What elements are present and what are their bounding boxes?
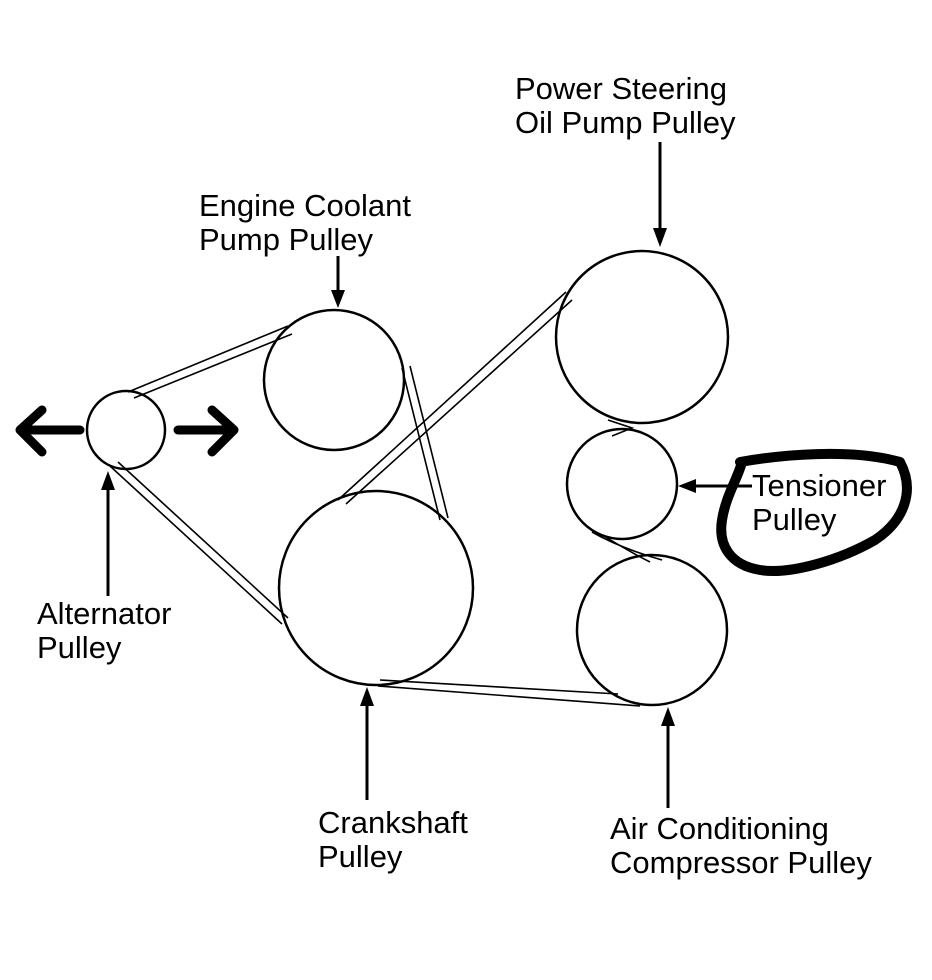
tensioner-arrowhead [678, 479, 696, 493]
power-steering-label-line2: Oil Pump Pulley [515, 105, 736, 140]
tensioner-label-line1: Tensioner [752, 468, 887, 503]
ac-compressor-pulley [575, 553, 729, 707]
engine-coolant-label: Engine Coolant Pump Pulley [199, 189, 411, 257]
power-steering-pulley [554, 249, 730, 425]
belt-segment-tensioner-ac [591, 531, 663, 563]
coolant-pump-pulley [262, 308, 406, 452]
belt-segment-alternator-crankshaft [109, 461, 289, 625]
serpentine-belt [109, 291, 663, 707]
belt-segment-crankshaft-power-steering [337, 291, 573, 505]
power-steering-label: Power Steering Oil Pump Pulley [515, 72, 736, 140]
left-move-arrow [15, 405, 85, 457]
alternator-label: Alternator Pulley [37, 597, 171, 665]
crankshaft-label-line1: Crankshaft [318, 805, 468, 840]
alternator-movement-arrows [15, 405, 239, 457]
alternator-label-line1: Alternator [37, 596, 172, 631]
engine-coolant-label-line1: Engine Coolant [199, 188, 411, 223]
belt-segment-coolant-crankshaft [401, 365, 449, 521]
coolant-arrowhead [331, 290, 345, 308]
air-conditioning-label-line1: Air Conditioning [610, 811, 829, 846]
crankshaft-arrowhead [360, 687, 374, 706]
tensioner-pulley [565, 427, 679, 541]
power-steering-label-line1: Power Steering [515, 71, 727, 106]
belt-segment-ps-tensioner [607, 419, 635, 437]
alternator-pulley [85, 389, 167, 471]
engine-coolant-label-line2: Pump Pulley [199, 222, 374, 257]
crankshaft-label-line2: Pulley [318, 839, 403, 874]
ac-arrowhead [661, 707, 675, 726]
air-conditioning-label: Air Conditioning Compressor Pulley [610, 812, 872, 880]
right-move-arrow [173, 405, 239, 457]
belt-segment-crankshaft-ac [377, 679, 641, 707]
alternator-arrowhead [101, 471, 115, 490]
crankshaft-pulley [277, 489, 475, 687]
power-steering-arrowhead [653, 228, 667, 247]
tensioner-highlight-loop [716, 448, 912, 576]
belt-segment-alternator-coolant [127, 325, 293, 399]
alternator-label-line2: Pulley [37, 630, 122, 665]
crankshaft-label: Crankshaft Pulley [318, 806, 468, 874]
leader-arrows [101, 142, 752, 808]
tensioner-label: Tensioner Pulley [752, 469, 886, 537]
tensioner-label-line2: Pulley [752, 502, 837, 537]
air-conditioning-label-line2: Compressor Pulley [610, 845, 872, 880]
